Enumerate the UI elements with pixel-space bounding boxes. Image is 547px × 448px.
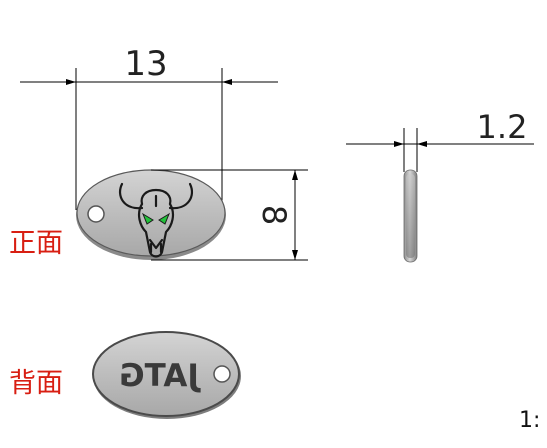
side-view: 1.2 bbox=[346, 108, 534, 263]
front-view-label: 正面 bbox=[9, 228, 63, 259]
back-engraving: JATG bbox=[119, 358, 201, 394]
front-view bbox=[76, 169, 226, 260]
skull-left-eye bbox=[141, 212, 154, 225]
width-dimension: 13 bbox=[20, 44, 278, 210]
back-tag-face bbox=[92, 331, 240, 417]
height-dimension: 8 bbox=[151, 169, 308, 261]
back-hole-icon bbox=[213, 365, 231, 383]
back-view-label: 背面 bbox=[9, 368, 63, 399]
scale-note: 1: bbox=[519, 408, 540, 433]
back-view: JATG bbox=[92, 331, 241, 419]
bull-skull-icon bbox=[118, 182, 194, 258]
thickness-value: 1.2 bbox=[477, 108, 528, 146]
height-value: 8 bbox=[255, 205, 293, 225]
front-hole-icon bbox=[87, 205, 105, 223]
width-value: 13 bbox=[124, 44, 167, 84]
skull-eyes bbox=[141, 212, 171, 225]
back-engraving-group: JATG bbox=[119, 358, 201, 394]
skull-right-eye bbox=[158, 212, 171, 225]
side-tag-shading bbox=[406, 174, 415, 258]
